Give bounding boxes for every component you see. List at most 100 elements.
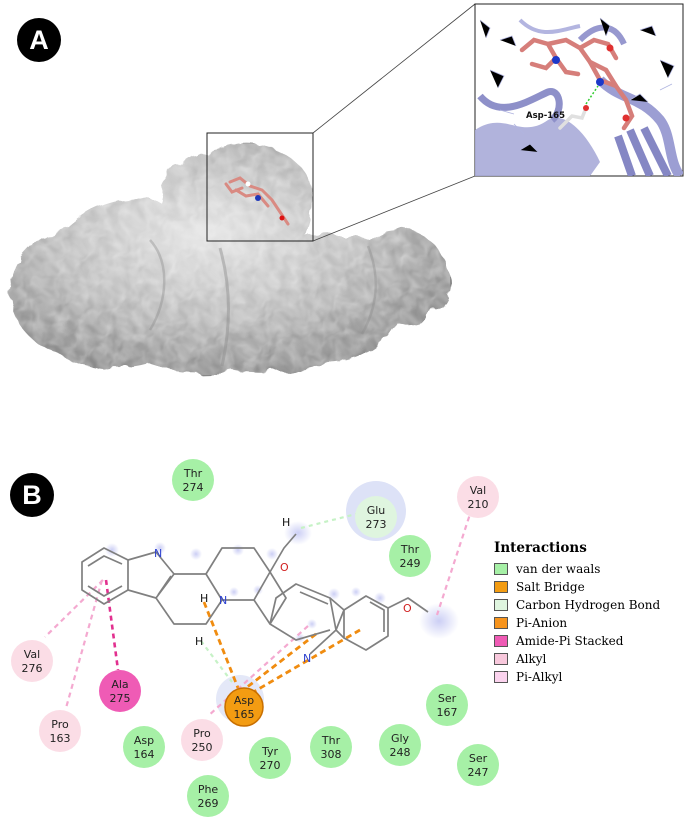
residue-number: 247 xyxy=(468,766,489,779)
residue-name: Thr xyxy=(183,467,203,480)
legend-item: Carbon Hydrogen Bond xyxy=(494,596,660,614)
residue-disc xyxy=(457,476,499,518)
ligand-in-pocket xyxy=(224,176,290,226)
residue-number: 275 xyxy=(110,692,131,705)
residue-number: 250 xyxy=(192,741,213,754)
legend-swatch xyxy=(494,653,508,665)
residue-disc xyxy=(187,775,229,817)
residue-name: Thr xyxy=(400,543,420,556)
residue-name: Val xyxy=(470,484,486,497)
residue-number: 165 xyxy=(234,708,255,721)
residue-number: 164 xyxy=(134,748,155,761)
legend-swatch xyxy=(494,581,508,593)
residue-number: 249 xyxy=(400,557,421,570)
residue-number: 248 xyxy=(390,746,411,759)
residue-number: 167 xyxy=(437,706,458,719)
legend-label: Pi-Alkyl xyxy=(516,670,563,684)
residue-name: Ala xyxy=(111,678,128,691)
residue-name: Gly xyxy=(391,732,410,745)
residue-disc xyxy=(379,724,421,766)
residue-number: 270 xyxy=(260,759,281,772)
legend-swatch xyxy=(494,599,508,611)
ligand-skeleton xyxy=(81,533,429,655)
residue-number: 163 xyxy=(50,732,71,745)
legend-title: Interactions xyxy=(494,540,587,556)
atom-h-2: H xyxy=(195,635,203,648)
legend-label: Amide-Pi Stacked xyxy=(516,634,624,648)
residue-disc xyxy=(11,640,53,682)
residue-name: Asp xyxy=(134,734,154,747)
inset-residue-label: Asp-165 xyxy=(526,111,565,121)
legend-label: Pi-Anion xyxy=(516,616,568,630)
pialkyl-line-pro163 xyxy=(64,579,104,709)
residue-name: Phe xyxy=(198,783,219,796)
residue-disc xyxy=(99,670,141,712)
zoom-inset: Asp-165 xyxy=(474,3,684,177)
legend-label: Salt Bridge xyxy=(516,580,585,594)
legend-swatch xyxy=(494,635,508,647)
legend-item: van der waals xyxy=(494,560,660,578)
legend-swatch xyxy=(494,563,508,575)
atom-h-hydroxyl: H xyxy=(282,516,290,529)
legend-label: van der waals xyxy=(516,562,601,576)
residue-number: 210 xyxy=(468,498,489,511)
residue-name: Asp xyxy=(234,694,254,707)
panel-a-figure: Asp-165 xyxy=(9,3,684,374)
residue-disc xyxy=(426,684,468,726)
residue-disc xyxy=(355,496,397,538)
residue-number: 274 xyxy=(183,481,204,494)
legend-label: Carbon Hydrogen Bond xyxy=(516,598,661,612)
residue-name: Val xyxy=(24,648,40,661)
atom-n-indole1: N xyxy=(154,547,162,560)
pianion-line-2 xyxy=(249,628,361,696)
residue-disc xyxy=(172,459,214,501)
residue-name: Ser xyxy=(438,692,457,705)
residue-group: Thr274Glu273Val210Thr249Val276Ala275Pro1… xyxy=(11,459,499,817)
residue-disc xyxy=(224,687,264,727)
legend-item: Pi-Alkyl xyxy=(494,668,660,686)
pialkyl-line-pro250 xyxy=(207,625,309,717)
residue-disc xyxy=(123,726,165,768)
legend-item: Pi-Anion xyxy=(494,614,660,632)
legend-item: Alkyl xyxy=(494,650,660,668)
panel-b-label: B xyxy=(10,473,54,517)
residue-name: Ser xyxy=(469,752,488,765)
atom-o-hydroxyl: O xyxy=(280,561,289,574)
panel-a-label: A xyxy=(17,18,61,62)
alkyl-line-val210 xyxy=(435,507,474,616)
residue-number: 276 xyxy=(22,662,43,675)
residue-name: Pro xyxy=(51,718,69,731)
residue-name: Pro xyxy=(193,727,211,740)
residue-number: 273 xyxy=(366,518,387,531)
salt-line-1 xyxy=(202,601,240,689)
legend-swatch xyxy=(494,617,508,629)
atom-n-amine: N xyxy=(219,594,227,607)
residue-disc xyxy=(310,726,352,768)
selection-box xyxy=(206,132,314,242)
residue-number: 308 xyxy=(321,748,342,761)
residue-disc xyxy=(249,737,291,779)
legend-item: Amide-Pi Stacked xyxy=(494,632,660,650)
legend-label: Alkyl xyxy=(516,652,547,666)
residue-disc xyxy=(457,744,499,786)
residue-name: Thr xyxy=(321,734,341,747)
residue-disc xyxy=(389,535,431,577)
